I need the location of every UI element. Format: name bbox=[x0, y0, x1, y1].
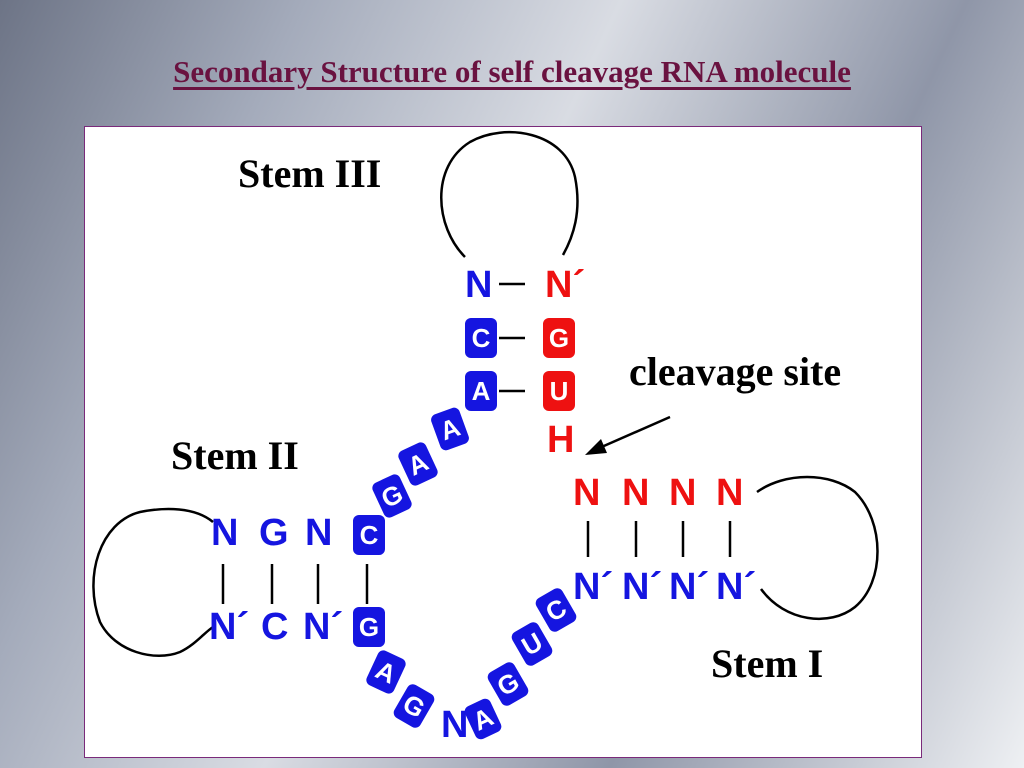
stem1-top-nt-3: N bbox=[669, 472, 696, 514]
svg-text:U: U bbox=[550, 376, 569, 406]
cleavage-site-label: cleavage site bbox=[629, 349, 841, 394]
slide-title: Secondary Structure of self cleavage RNA… bbox=[173, 54, 851, 89]
stem1-loop bbox=[756, 475, 879, 621]
linker-lower-nt-4: A bbox=[464, 698, 502, 740]
stem3-left-nt-3: A bbox=[465, 371, 497, 411]
cleavage-arrow-line bbox=[596, 415, 671, 451]
stem3-h-nt: H bbox=[547, 419, 574, 461]
stem3-label: Stem III bbox=[238, 151, 381, 196]
diagram-panel: Stem III Stem II Stem I cleavage site N … bbox=[84, 126, 922, 758]
stem2-top-nt-1: N bbox=[211, 512, 238, 554]
stem2-bottom-nt-3: N´ bbox=[303, 606, 343, 648]
stem1-top-nt-4: N bbox=[716, 472, 743, 514]
stem2-bottom-nt-2: C bbox=[261, 606, 288, 648]
linker-upper-nt-1: A bbox=[431, 407, 469, 451]
stem1-label: Stem I bbox=[711, 641, 823, 686]
stem2-bottom-nt-1: N´ bbox=[209, 606, 249, 648]
linker-upper-nt-2: A bbox=[398, 442, 438, 486]
stem2-top-nt-3: N bbox=[305, 512, 332, 554]
stem1-bottom-nt-4: N´ bbox=[716, 566, 756, 608]
linker-lower-nt-7: C bbox=[535, 588, 577, 632]
stem3-right-nt-2: G bbox=[543, 318, 575, 358]
stem2-top-nt-2: G bbox=[259, 512, 289, 554]
svg-text:C: C bbox=[360, 520, 379, 550]
stem1-top-nt-2: N bbox=[622, 472, 649, 514]
stem3-left-nt-2: C bbox=[465, 318, 497, 358]
stem2-loop bbox=[92, 507, 214, 657]
stem2-bottom-nt-4: G bbox=[353, 607, 385, 647]
linker-lower-nt-1: A bbox=[366, 650, 406, 694]
svg-text:G: G bbox=[359, 612, 379, 642]
linker-lower-nt-2: G bbox=[393, 684, 435, 728]
linker-upper-nt-3: G bbox=[372, 474, 412, 518]
svg-text:G: G bbox=[549, 323, 569, 353]
linker-lower-nt-5: G bbox=[487, 662, 529, 706]
stem3-right-nt-3: U bbox=[543, 371, 575, 411]
stem3-left-nt-1: N bbox=[465, 264, 492, 306]
stem1-bottom-nt-2: N´ bbox=[622, 566, 662, 608]
linker-lower-nt-6: U bbox=[511, 622, 553, 666]
stem2-label: Stem II bbox=[171, 433, 299, 478]
linker-lower-nt-3: N bbox=[441, 704, 468, 746]
svg-text:A: A bbox=[472, 376, 491, 406]
stem3-right-nt-1: N´ bbox=[545, 264, 585, 306]
rna-structure-diagram: Stem III Stem II Stem I cleavage site N … bbox=[92, 130, 879, 746]
stem1-top-nt-1: N bbox=[573, 472, 600, 514]
cleavage-arrow-head bbox=[585, 439, 607, 455]
stem2-top-nt-4: C bbox=[353, 515, 385, 555]
stem1-bottom-nt-1: N´ bbox=[573, 566, 613, 608]
stem3-loop bbox=[440, 130, 579, 258]
stem1-bottom-nt-3: N´ bbox=[669, 566, 709, 608]
svg-text:C: C bbox=[472, 323, 491, 353]
